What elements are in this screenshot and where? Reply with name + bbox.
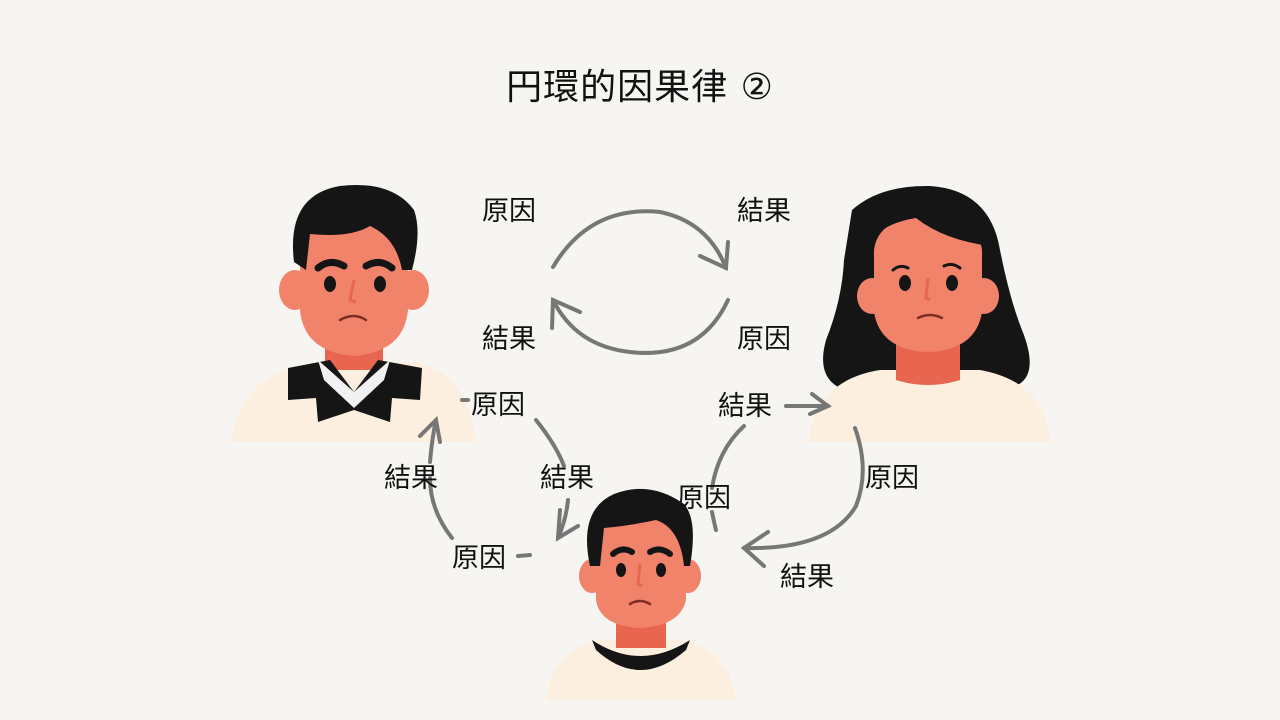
label-effect: 結果 xyxy=(737,196,791,227)
boy-bottom-center-avatar xyxy=(546,488,736,700)
arrowhead-down xyxy=(555,508,580,542)
arrowhead-right xyxy=(808,392,832,416)
right-loop-arrows xyxy=(710,392,865,568)
page-title: 円環的因果律 ② xyxy=(506,67,774,108)
label-cause: 原因 xyxy=(482,196,536,227)
arrowhead-top-right xyxy=(698,240,730,272)
man-top-left-avatar xyxy=(232,185,476,442)
label-cause: 原因 xyxy=(471,390,525,421)
label-effect: 結果 xyxy=(540,463,594,494)
arrow-bottom-left xyxy=(551,298,730,355)
left-loop-arrows xyxy=(418,398,580,558)
woman-top-right-avatar xyxy=(808,185,1050,442)
arrowhead-left xyxy=(740,530,770,568)
label-effect: 結果 xyxy=(384,463,438,494)
arrow-top-right xyxy=(551,209,728,270)
label-effect: 結果 xyxy=(718,391,772,422)
top-loop-arrows xyxy=(550,209,730,355)
arrowhead-up xyxy=(418,415,442,444)
label-cause: 原因 xyxy=(865,463,919,494)
arrowhead-bottom-left xyxy=(550,296,582,330)
label-cause: 原因 xyxy=(737,324,791,355)
label-effect: 結果 xyxy=(780,562,834,593)
label-effect: 結果 xyxy=(482,324,536,355)
label-cause: 原因 xyxy=(677,483,731,514)
label-cause: 原因 xyxy=(452,543,506,574)
